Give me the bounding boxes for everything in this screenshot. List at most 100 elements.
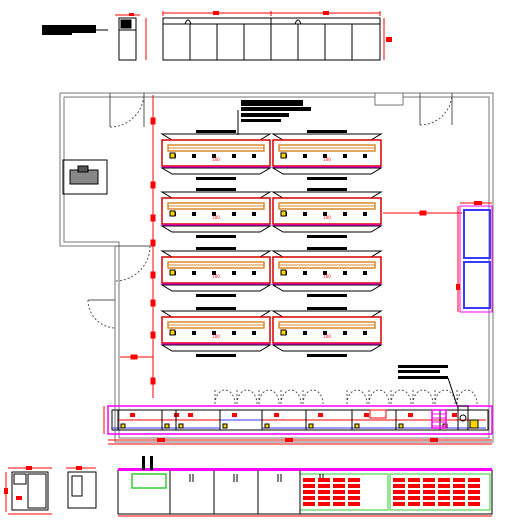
lab-bench-3-2: 100 [271, 247, 383, 297]
drawer-block [453, 496, 465, 500]
lab-bench-2-2: 100 [271, 188, 383, 238]
bench-dimension-label: 100 [212, 215, 220, 220]
bottom-left-side-elevation-2 [66, 466, 97, 509]
lab-bench-2-1: 100 [160, 188, 272, 238]
bottom-wall-counter-plan [103, 405, 493, 445]
drawer-block [303, 496, 315, 500]
drawer-block [423, 490, 435, 494]
drawer-block [468, 490, 480, 494]
chair-arc [346, 389, 368, 405]
annotation-block-lower-right [398, 365, 459, 409]
drawer-block [438, 490, 450, 494]
drawer-block [408, 484, 420, 488]
drawer-block [438, 502, 450, 506]
chair-arc [236, 389, 258, 405]
drawer-block [303, 502, 315, 506]
dimension-to-window [383, 210, 462, 216]
right-wall-blue-cabinets [456, 201, 493, 313]
chair-arc [412, 389, 434, 405]
room-walls [59, 92, 494, 443]
door-top-right [419, 92, 453, 126]
chair-arc [214, 389, 236, 405]
drawer-block [468, 496, 480, 500]
bottom-elevation-drawers [169, 470, 480, 514]
drawer-block [393, 478, 405, 482]
drawer-block [318, 502, 330, 506]
drawer-block [333, 478, 345, 482]
drawer-block [318, 490, 330, 494]
drawer-block [453, 502, 465, 506]
chair-arc [456, 389, 478, 405]
drawer-block [333, 496, 345, 500]
drawer-block [393, 484, 405, 488]
top-bench-long-elevation [162, 11, 392, 61]
drawer-block [438, 484, 450, 488]
pink-sink-symbol [431, 405, 479, 431]
drawer-block [348, 490, 360, 494]
drawer-block [468, 502, 480, 506]
bottom-chair-arcs [214, 389, 478, 405]
vertical-dimension-left [120, 95, 156, 398]
lab-bench-1-1: 100 [160, 130, 272, 180]
drawer-block [303, 484, 315, 488]
bench-dimension-label: 100 [323, 157, 331, 162]
drawer-block [423, 478, 435, 482]
drawer-block [468, 484, 480, 488]
drawer-block [408, 496, 420, 500]
drawer-block [333, 484, 345, 488]
drawer-block [333, 502, 345, 506]
drawer-block [453, 484, 465, 488]
drawer-block [348, 484, 360, 488]
bench-dimension-label: 100 [323, 334, 331, 339]
bottom-counter-elevation [117, 456, 493, 517]
lab-bench-4-1: 100 [160, 307, 272, 357]
bench-dimension-label: 100 [212, 274, 220, 279]
title-block-top-left [42, 25, 108, 35]
drawer-block [453, 478, 465, 482]
lab-bench-1-2: 100 [271, 130, 383, 180]
lab-bench-3-1: 100 [160, 247, 272, 297]
chair-arc [302, 389, 324, 405]
stair-symbol-left [62, 159, 108, 195]
lab-bench-islands: 100 100 100 100 100 100 100 100 [160, 130, 383, 357]
drawer-block [423, 496, 435, 500]
door-left-lower [87, 245, 151, 329]
lab-bench-4-2: 100 [271, 307, 383, 357]
bench-dimension-label: 100 [323, 274, 331, 279]
chair-arc [434, 389, 456, 405]
drawer-block [303, 478, 315, 482]
chair-arc [258, 389, 280, 405]
drawer-block [453, 490, 465, 494]
drawer-block [348, 496, 360, 500]
drawer-block [438, 496, 450, 500]
bench-dimension-label: 100 [212, 334, 220, 339]
door-top-left [109, 92, 145, 128]
drawer-block [408, 502, 420, 506]
drawer-block [318, 478, 330, 482]
chair-arc [390, 389, 412, 405]
chair-arc [280, 389, 302, 405]
top-cabinet-side-elevation [115, 13, 147, 61]
drawer-block [468, 478, 480, 482]
drawer-block [348, 478, 360, 482]
bench-dimension-label: 100 [323, 215, 331, 220]
drawer-block [318, 484, 330, 488]
drawer-block [393, 490, 405, 494]
drawer-block [408, 490, 420, 494]
annotation-block-center-top [237, 100, 311, 135]
drawer-block [348, 502, 360, 506]
drawer-block [423, 502, 435, 506]
drawer-block [438, 478, 450, 482]
drawer-block [408, 478, 420, 482]
drawer-block [393, 502, 405, 506]
bottom-counter-units [117, 409, 457, 430]
drawer-block [303, 490, 315, 494]
drawer-block [423, 484, 435, 488]
drawer-block [333, 490, 345, 494]
bottom-left-side-elevation-1 [4, 466, 52, 515]
bench-dimension-label: 100 [212, 157, 220, 162]
chair-arc [368, 389, 390, 405]
drawer-block [393, 496, 405, 500]
drawer-block [318, 496, 330, 500]
